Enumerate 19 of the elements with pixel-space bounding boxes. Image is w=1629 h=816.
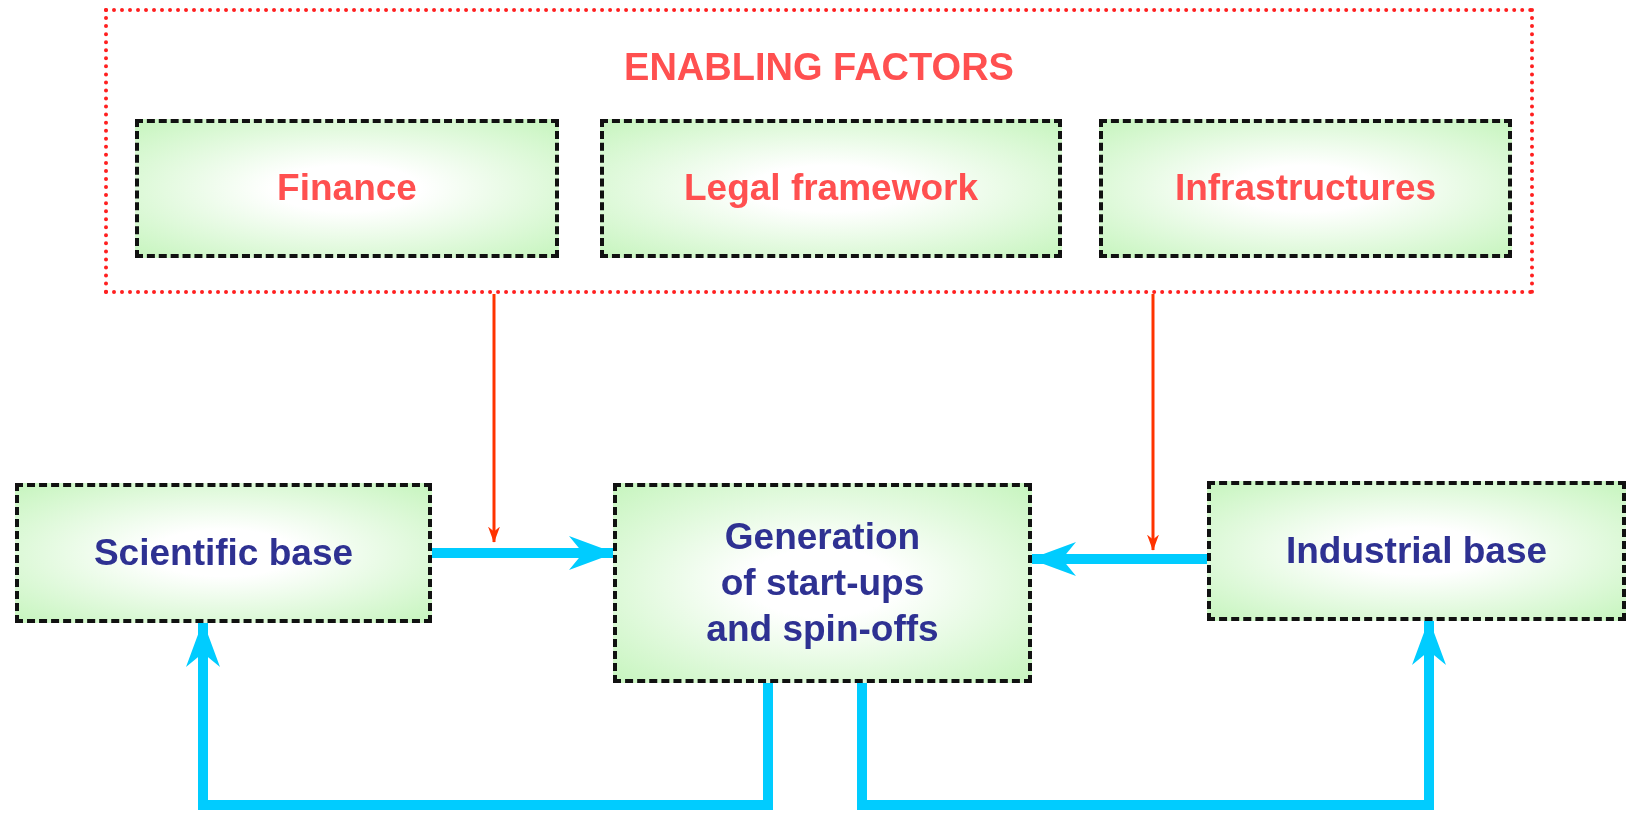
box-label: Generation of start-ups and spin-offs [705,514,940,652]
arrow [1147,294,1159,551]
factor-box [135,119,559,258]
factor-box [1207,481,1626,621]
factor-box [600,119,1062,258]
group-frame [104,8,1534,294]
arrow [488,294,500,543]
factor-box [15,483,432,623]
group-title: ENABLING FACTORS [624,45,1014,90]
box-label: Industrial base [1285,528,1548,573]
arrow [186,621,773,810]
box-label: Finance [277,166,417,211]
box-label: Legal framework [683,166,979,211]
box-label: Infrastructures [1174,166,1437,211]
factor-box [1099,119,1512,258]
arrow [432,536,615,570]
factor-box [613,483,1032,683]
arrow [857,619,1446,810]
box-label: Scientific base [93,530,354,575]
